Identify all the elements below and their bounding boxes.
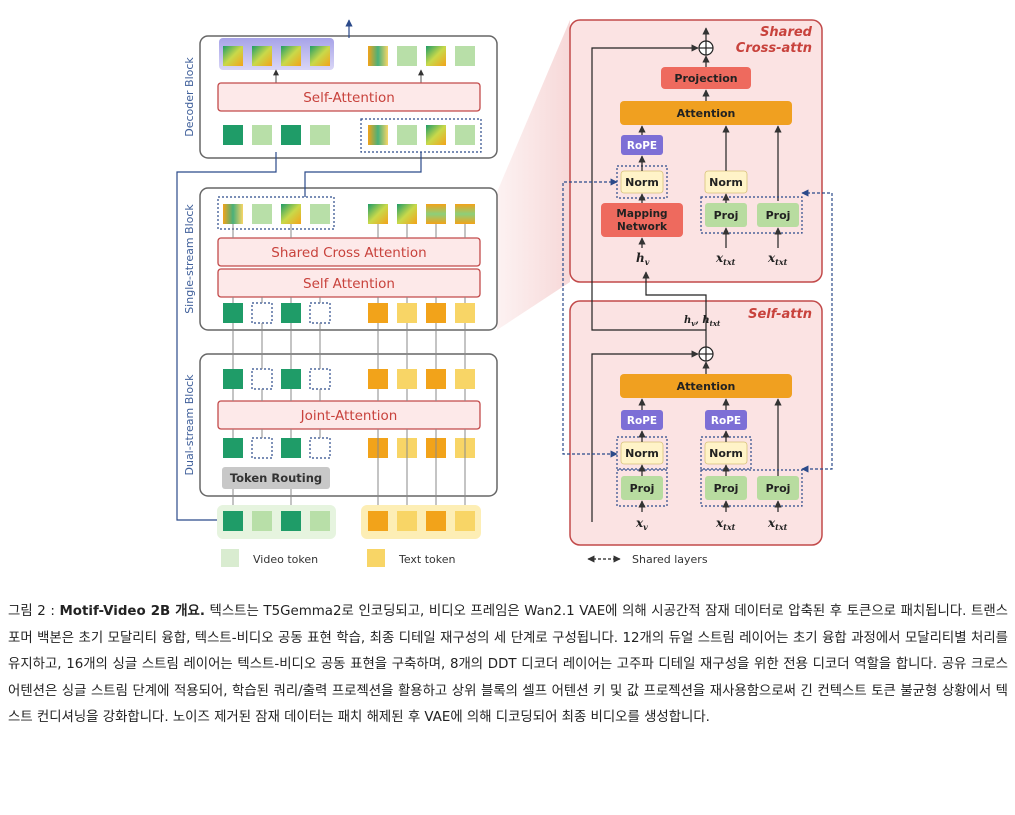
dual-stream-block: Dual-stream Block Joint-Attention Token … [183,353,498,497]
single-self-attention-label: Self Attention [303,276,395,292]
caption-bold: Motif-Video 2B 개요. [59,604,205,619]
self-proj-box-1 [621,476,663,500]
token-routing-label: Token Routing [230,471,322,485]
self-attn-title: Self-attn [748,307,812,322]
single-stream-block: Single-stream Block Shared Cross Attenti… [183,187,498,331]
cross-proj-box-2 [757,203,799,227]
self-norm-label-1: Norm [625,447,659,460]
mid-hv-htxt-label: hv, htxt [684,315,721,328]
legend-text-label: Text token [398,553,456,566]
self-attention-label: Attention [677,380,736,393]
cross-input-xtxt-2: xtxt [767,251,788,267]
cross-input-xtxt-1: xtxt [715,251,736,267]
decoder-block-title: Decoder Block [183,57,196,137]
legend-text-swatch [367,549,385,567]
legend-video-swatch [221,549,239,567]
cross-attn-title-1: Shared [760,25,813,40]
output-highlight [219,38,334,70]
decoder-self-attention-layer [217,82,481,112]
mapping-label-1: Mapping [616,208,667,220]
decoder-self-attention-label: Self-Attention [303,90,395,106]
cross-input-hv: hv [636,251,650,267]
shared-cross-attention-layer [217,237,481,267]
self-rope-box-1 [621,410,663,430]
single-block-title: Single-stream Block [183,204,196,314]
self-norm-label-2: Norm [709,447,743,460]
decoder-block: Decoder Block Self-Attention [183,19,498,159]
cross-proj-label-1: Proj [714,209,739,222]
projection-label: Projection [674,72,737,85]
figure-caption: 그림 2 : Motif-Video 2B 개요. 텍스트는 T5Gemma2로… [8,599,1008,732]
self-input-xtxt-1: xtxt [715,516,736,532]
self-rope-label-1: RoPE [627,415,657,427]
shared-cross-attention-label: Shared Cross Attention [271,245,426,261]
dual-block-title: Dual-stream Block [183,374,196,476]
self-proj-label-3: Proj [766,482,791,495]
caption-text: 텍스트는 T5Gemma2로 인코딩되고, 비디오 프레임은 Wan2.1 VA… [8,604,1008,725]
single-self-attention-layer [217,268,481,298]
cross-attention-label: Attention [677,107,736,120]
self-proj-label-2: Proj [714,482,739,495]
skip-connection-single [304,152,422,197]
residual-path-top [591,44,706,331]
cross-norm-label-1: Norm [625,176,659,189]
cross-norm-label-2: Norm [709,176,743,189]
input-tokens [217,505,481,539]
joint-attention-label: Joint-Attention [300,408,398,424]
zoom-shading [497,20,570,330]
token-flow-lines [232,224,466,508]
legend-video-label: Video token [253,553,318,566]
mapping-label-2: Network [617,221,668,233]
shared-norm-link [562,178,618,458]
mapping-network-box [601,203,683,237]
shared-cross-attn-panel: Shared Cross-attn Projection Attention R… [569,19,823,283]
hv-connection [642,271,707,330]
self-proj-label-1: Proj [630,482,655,495]
joint-attention-layer [217,400,481,430]
projection-box [661,67,751,89]
self-input-xv: xv [635,516,648,532]
architecture-diagram: Decoder Block Self-Attention Single-s [176,19,833,567]
self-attention-box [620,374,792,398]
cross-proj-label-2: Proj [766,209,791,222]
token-routing-box [222,467,330,489]
self-proj-box-3 [757,476,799,500]
self-rope-box-2 [705,410,747,430]
cross-proj-box-1 [705,203,747,227]
self-proj-box-2 [705,476,747,500]
cross-rope-box [621,135,663,155]
cross-attention-box [620,101,792,125]
self-input-xtxt-2: xtxt [767,516,788,532]
shared-proj-link [801,189,833,473]
self-attn-panel: Self-attn Attention RoPE RoPE Norm Norm … [569,300,823,546]
legend-shared-label: Shared layers [632,553,708,566]
cross-rope-label: RoPE [627,140,657,152]
skip-connection-video [176,152,277,521]
self-rope-label-2: RoPE [711,415,741,427]
cross-attn-title-2: Cross-attn [736,41,812,56]
caption-prefix: 그림 2 : [8,604,60,619]
